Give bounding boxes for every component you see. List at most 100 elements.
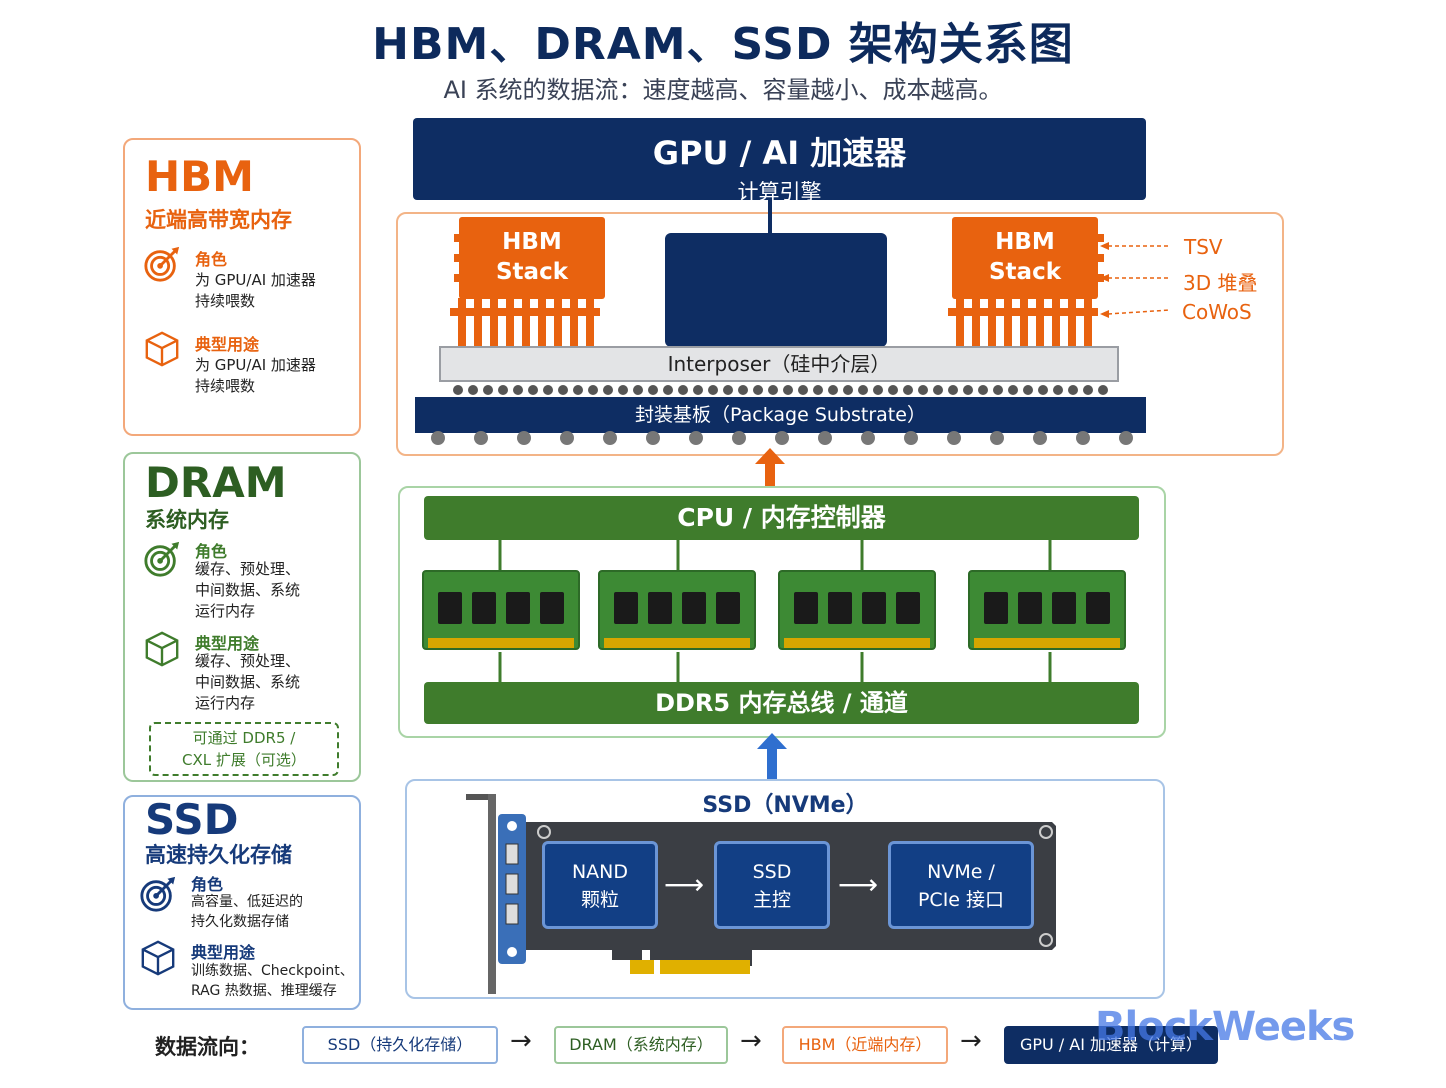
arrow-right-icon: ⟶ xyxy=(664,868,705,901)
solder-ball xyxy=(775,431,789,445)
arrow-right-icon: → xyxy=(510,1026,532,1056)
gpu-subtitle: 计算引擎 xyxy=(737,180,822,204)
ssd-area xyxy=(405,779,1165,999)
arrow-up-icon xyxy=(757,733,787,779)
dram-use-desc: 缓存、预处理、 中间数据、系统 运行内存 xyxy=(195,651,300,714)
dram-role-line: 缓存、预处理、 xyxy=(195,560,301,578)
micro-bump xyxy=(468,385,478,395)
dram-role-line: 中间数据、系统 xyxy=(195,581,301,599)
dram-chip xyxy=(716,592,740,624)
package-substrate: 封装基板（Package Substrate） xyxy=(415,397,1146,433)
controller-label: 主控 xyxy=(752,889,791,911)
micro-bump xyxy=(618,385,628,395)
cowos-annotation: CoWoS xyxy=(1182,300,1252,324)
solder-ball xyxy=(1119,431,1133,445)
dram-chip xyxy=(862,592,886,624)
gpu-connector xyxy=(768,198,772,234)
hbm-stack-label: Stack xyxy=(988,259,1061,285)
hbm-stack-label: HBM xyxy=(995,229,1055,255)
dram-use-line: 运行内存 xyxy=(195,694,256,712)
gpu-title: GPU / AI 加速器 xyxy=(652,134,907,172)
micro-bump xyxy=(873,385,883,395)
micro-bump xyxy=(558,385,568,395)
dram-role-desc: 缓存、预处理、 中间数据、系统 运行内存 xyxy=(195,559,300,622)
solder-ball xyxy=(861,431,875,445)
interface-label: NVMe / xyxy=(927,861,995,883)
dram-chip xyxy=(984,592,1008,624)
solder-balls xyxy=(431,431,1133,445)
target-icon xyxy=(140,876,176,912)
micro-bump xyxy=(918,385,928,395)
micro-bump xyxy=(738,385,748,395)
gpu-block: GPU / AI 加速器 计算引擎 xyxy=(413,118,1146,204)
ssd-role-desc: 高容量、低延迟的 持久化数据存储 xyxy=(191,892,303,932)
micro-bump xyxy=(1083,385,1093,395)
ssd-panel-title: SSD xyxy=(145,795,239,844)
hbm-role-line: 持续喂数 xyxy=(195,292,256,310)
target-icon xyxy=(144,541,180,577)
ddr5-memory-bus: DDR5 内存总线 / 通道 xyxy=(424,682,1139,724)
solder-ball xyxy=(431,431,445,445)
micro-bumps xyxy=(453,385,1108,395)
cpu-memory-controller: CPU / 内存控制器 xyxy=(424,496,1139,540)
memory-channel-lines xyxy=(498,538,1052,684)
micro-bump xyxy=(753,385,763,395)
hbm-stack-left: HBM Stack xyxy=(459,217,605,299)
dimm-contacts xyxy=(974,638,1120,648)
micro-bump xyxy=(843,385,853,395)
dram-panel: DRAM 系统内存 角色 缓存、预处理、 中间数据、系统 运行内存 典型用途 缓… xyxy=(123,452,361,782)
solder-ball xyxy=(818,431,832,445)
nand-label: NAND xyxy=(571,861,629,883)
dram-role-line: 运行内存 xyxy=(195,602,256,620)
dram-panel-title: DRAM xyxy=(145,458,287,507)
arrow-right-icon: → xyxy=(740,1026,762,1056)
dram-role-label: 角色 xyxy=(195,542,228,561)
dram-chip xyxy=(1018,592,1042,624)
ssd-panel: SSD 高速持久化存储 角色 高容量、低延迟的 持久化数据存储 典型用途 训练数… xyxy=(123,795,361,1010)
micro-bump xyxy=(648,385,658,395)
tsv-annotation: TSV xyxy=(1184,235,1223,259)
micro-bump xyxy=(903,385,913,395)
solder-ball xyxy=(689,431,703,445)
dimm-chips xyxy=(428,592,1120,648)
micro-bump xyxy=(828,385,838,395)
flow-step-ssd: SSD（持久化存储） xyxy=(302,1026,498,1064)
arrow-up-icon xyxy=(755,448,785,488)
nand-label: 颗粒 xyxy=(580,889,619,911)
micro-bump xyxy=(708,385,718,395)
solder-ball xyxy=(1033,431,1047,445)
blockweeks-watermark: BlockWeeks xyxy=(1095,1004,1355,1050)
micro-bump xyxy=(993,385,1003,395)
dram-note: 可通过 DDR5 / CXL 扩展（可选） xyxy=(149,722,339,776)
nand-chip: NAND 颗粒 xyxy=(542,841,658,929)
dram-area xyxy=(398,486,1166,738)
dram-use-line: 中间数据、系统 xyxy=(195,673,301,691)
flow-label: 数据流向： xyxy=(155,1035,260,1059)
dram-panel-subtitle: 系统内存 xyxy=(145,508,229,532)
hbm-panel-subtitle: 近端高带宽内存 xyxy=(145,208,292,232)
hbm-stack-label: Stack xyxy=(495,259,568,285)
solder-ball xyxy=(517,431,531,445)
hbm-use-desc: 为 GPU/AI 加速器 持续喂数 xyxy=(195,355,316,397)
cube-icon xyxy=(145,631,179,667)
dram-chip xyxy=(896,592,920,624)
interface-label: PCIe 接口 xyxy=(917,889,1005,911)
solder-ball xyxy=(904,431,918,445)
hbm-use-line: 为 GPU/AI 加速器 xyxy=(195,356,316,374)
micro-bump xyxy=(1098,385,1108,395)
page-title: HBM、DRAM、SSD 架构关系图 xyxy=(372,19,1074,70)
micro-bump xyxy=(528,385,538,395)
micro-bump xyxy=(798,385,808,395)
annotation-leaders xyxy=(1100,242,1171,318)
dram-use-line: 缓存、预处理、 xyxy=(195,652,301,670)
arrow-right-icon: → xyxy=(960,1026,982,1056)
micro-bump xyxy=(888,385,898,395)
micro-bump xyxy=(453,385,463,395)
micro-bump xyxy=(1008,385,1018,395)
ssd-use-line: 训练数据、Checkpoint、 xyxy=(191,963,354,979)
micro-bump xyxy=(1023,385,1033,395)
solder-ball xyxy=(474,431,488,445)
hbm-use-label: 典型用途 xyxy=(195,335,260,354)
micro-bump xyxy=(723,385,733,395)
solder-ball xyxy=(1076,431,1090,445)
